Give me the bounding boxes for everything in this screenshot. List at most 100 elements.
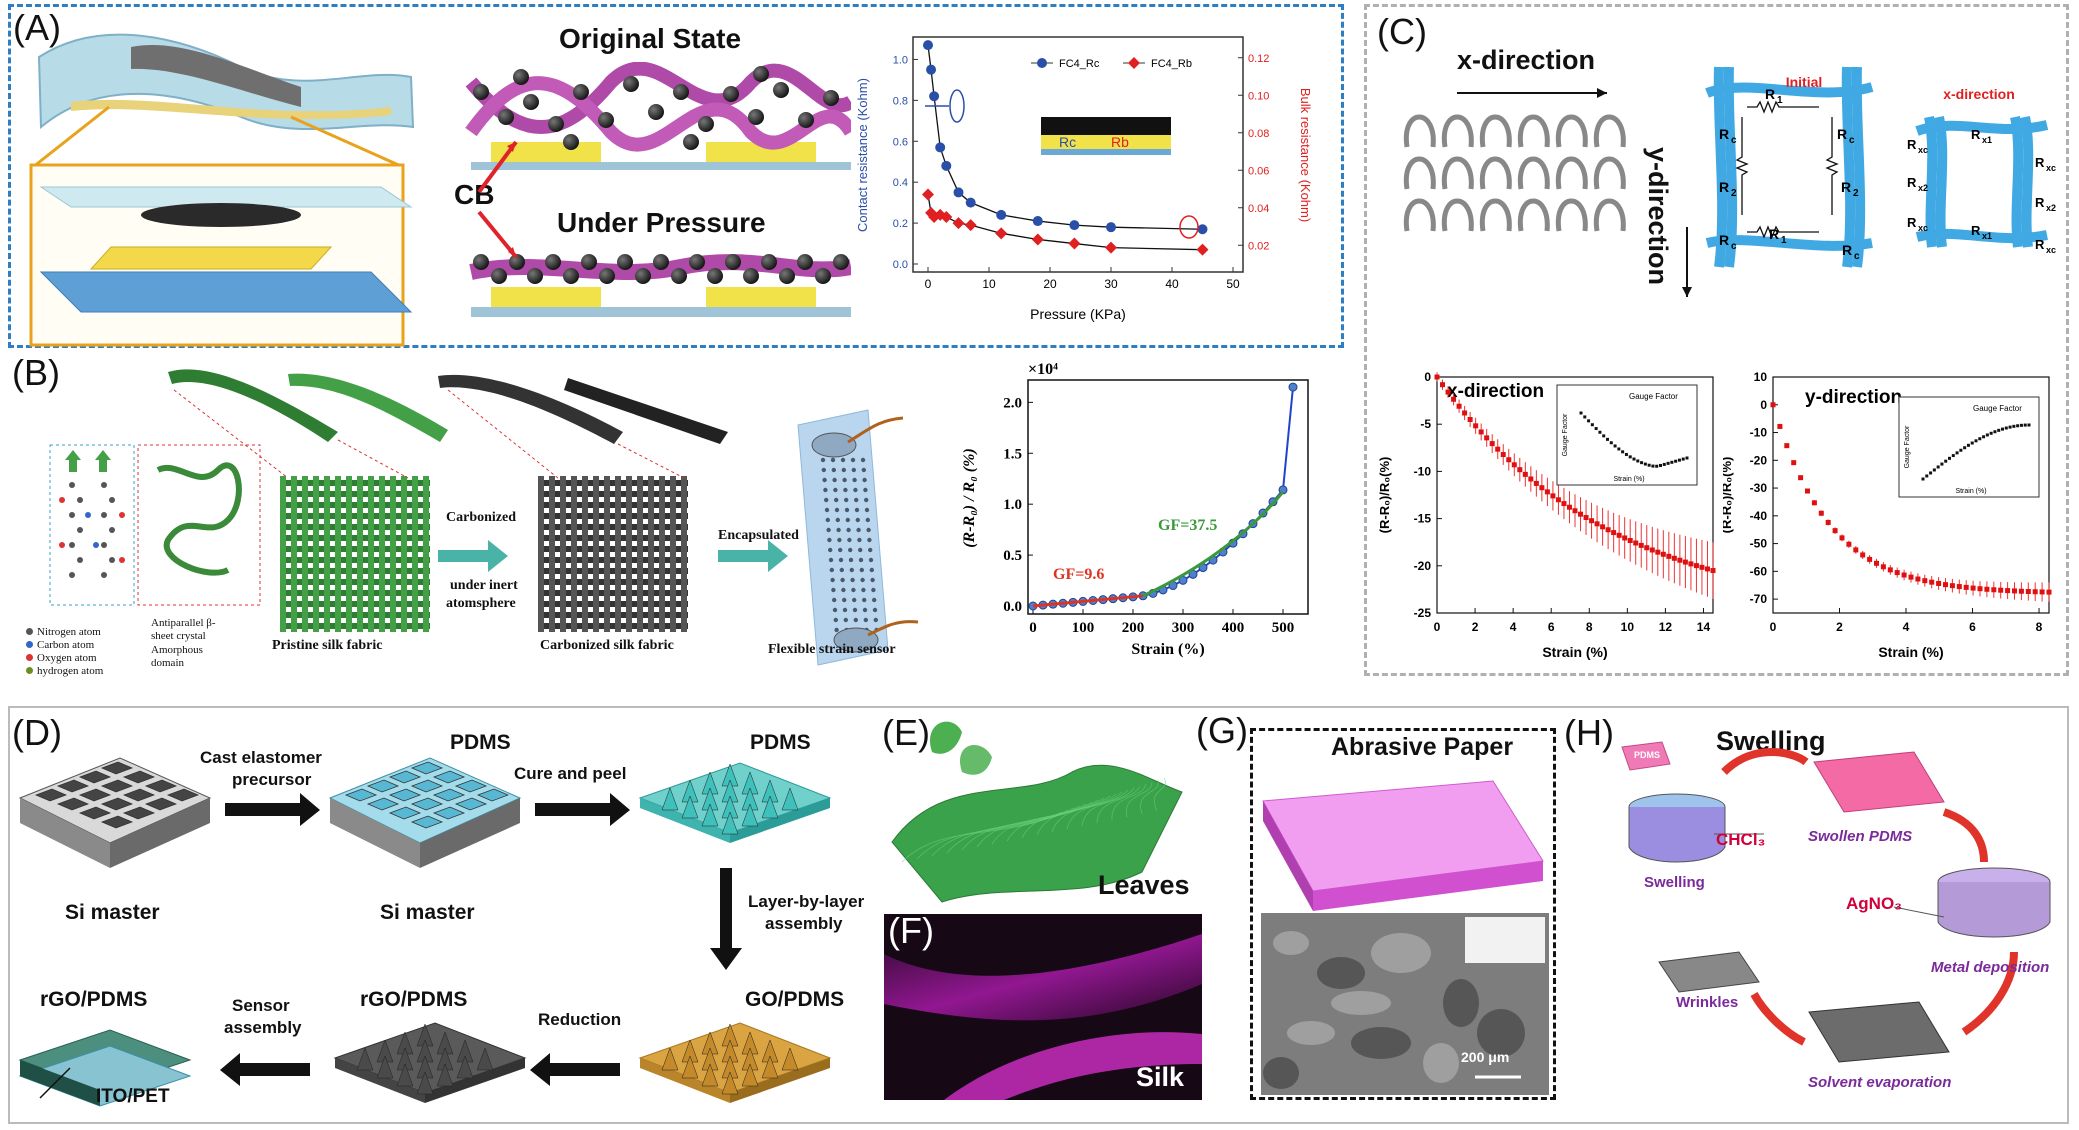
green-mesh-weft: [280, 557, 430, 563]
sensor-dot: [864, 497, 869, 503]
a-rb-point: [1031, 233, 1044, 246]
b-data-point: [1288, 382, 1298, 392]
knit-loop: [1555, 156, 1588, 190]
pyramid: [701, 1063, 719, 1087]
sensor-dot: [830, 577, 835, 583]
sensor-dot: [834, 627, 839, 633]
green-mesh-warp: [280, 476, 286, 632]
grid-cell: [78, 770, 112, 784]
c-data-point: [1473, 423, 1479, 429]
sensor-dot: [853, 617, 858, 623]
inset-point: [1624, 452, 1628, 456]
c-data-point: [1589, 518, 1595, 524]
inset-point: [1640, 461, 1644, 465]
inset-point: [1985, 433, 1989, 437]
c-xtick-label: 4: [1903, 620, 1910, 634]
inset-point: [1963, 446, 1967, 450]
a-ytick-right-label: 0.02: [1248, 240, 1269, 252]
carbonized-fabric-label: Carbonized silk fabric: [540, 638, 674, 653]
d-cure: Cure and peel: [514, 764, 627, 783]
grid-cell: [388, 806, 422, 820]
h-metal: Metal deposition: [1931, 959, 2050, 976]
a-rb-point: [934, 208, 947, 221]
leaf-gridline: [1096, 785, 1141, 824]
svg-text:R: R: [1907, 175, 1917, 190]
original-state-title: Original State: [559, 23, 742, 54]
sensor-dot: [865, 517, 870, 523]
black-mesh-warp: [604, 476, 610, 632]
c-data-point: [1977, 586, 1983, 592]
b-xtick-label: 500: [1272, 620, 1295, 636]
c-xtick-label: 12: [1659, 620, 1673, 634]
d-ito: ITO/PET: [96, 1086, 170, 1107]
panel-a: (A) Original State Under Pressure CB: [8, 4, 1344, 348]
h-solvent: Solvent evaporation: [1808, 1074, 1952, 1091]
c-xtick-label: 14: [1697, 620, 1711, 634]
sensor-dot: [821, 467, 826, 473]
c-data-point: [1770, 402, 1776, 408]
b-ytick-label: 2.0: [1003, 395, 1022, 411]
c-data-point: [1522, 471, 1528, 477]
c-data-point: [1539, 485, 1545, 491]
c-ytick-label: -25: [1414, 606, 1432, 620]
b-legend-hydrogen: hydrogen atom: [37, 665, 104, 677]
inset-point: [2008, 425, 2012, 429]
sem-grain: [1443, 979, 1479, 1027]
c1-ylabel: (R-R₀)/R₀(%): [1377, 457, 1392, 534]
svg-text:x1: x1: [1982, 135, 1992, 145]
b-fit-red: [1032, 594, 1144, 608]
c-data-point: [1688, 561, 1694, 567]
inset-point: [1936, 465, 1940, 469]
a-rb-point: [964, 219, 977, 232]
c-data-point: [1434, 374, 1440, 380]
c-data-point: [1963, 584, 1969, 590]
sensor-dot: [839, 567, 844, 573]
b-legend-antiparallel-2: sheet crystal: [151, 630, 206, 642]
b-legend-oxygen: Oxygen atom: [37, 652, 97, 664]
grid-cell: [100, 761, 134, 775]
inset-point: [2016, 424, 2020, 428]
inset-point: [1632, 457, 1636, 461]
sensor-dot: [861, 467, 866, 473]
green-mesh-warp: [401, 476, 407, 632]
bottom-frame: [8, 706, 2069, 1124]
inset-point: [1662, 462, 1666, 466]
sensor-dot: [833, 617, 838, 623]
d-sensor-1: Sensor: [232, 996, 290, 1015]
b-atom-legend: Nitrogen atom Carbon atom Oxygen atom hy…: [26, 626, 103, 678]
sensor-dot: [832, 477, 837, 483]
green-mesh-weft: [280, 623, 430, 629]
c-data-point: [1867, 556, 1873, 562]
c-data-point: [1517, 467, 1523, 473]
a-rc-point: [929, 91, 940, 102]
c-data-point: [2018, 588, 2024, 594]
svg-text:x1: x1: [1982, 231, 1992, 241]
c-data-point: [1970, 585, 1976, 591]
c2-ylabel: (R-R₀)/R₀(%): [1723, 457, 1734, 534]
green-mesh-warp: [412, 476, 418, 632]
c-data-point: [1484, 435, 1490, 441]
knit-loop: [1441, 198, 1474, 232]
inset-point: [1579, 411, 1583, 415]
c-data-point: [1860, 552, 1866, 558]
c-data-point: [1495, 446, 1501, 452]
inset-point: [1594, 427, 1598, 431]
green-mesh-weft: [280, 590, 430, 596]
svg-text:x2: x2: [1918, 183, 1928, 193]
green-mesh-warp: [335, 476, 341, 632]
inset-point: [1685, 456, 1689, 460]
c-data-point: [1544, 489, 1550, 495]
sensor-dot: [872, 597, 877, 603]
inset-point: [2019, 423, 2023, 427]
c-ytick-label: -5: [1420, 417, 1431, 431]
b-xlabel: Strain (%): [1131, 641, 1204, 658]
grid-cell: [388, 770, 422, 784]
sensor-dot: [862, 477, 867, 483]
svg-text:R: R: [1719, 232, 1729, 248]
grid-cell: [410, 797, 444, 811]
grid-cell: [410, 761, 444, 775]
a-ytick-right-label: 0.08: [1248, 128, 1269, 140]
b-xtick-label: 0: [1029, 620, 1037, 636]
grid-cell: [388, 788, 422, 802]
